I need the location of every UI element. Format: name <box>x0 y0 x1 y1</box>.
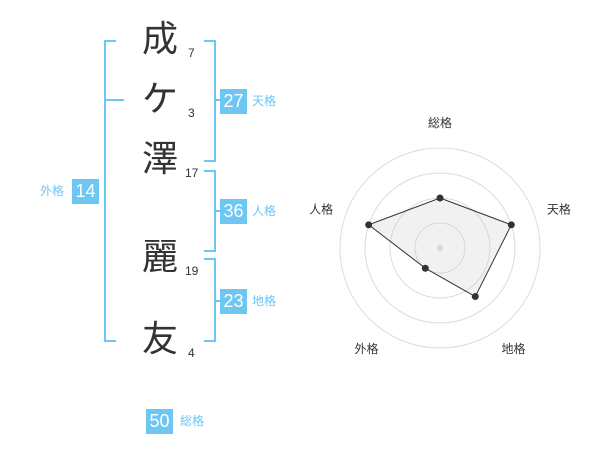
radar-axis-label-5: 人格 <box>309 201 333 216</box>
stroke-count-5: 4 <box>188 346 195 360</box>
stroke-count-2: 3 <box>188 106 195 120</box>
stroke-count-1: 7 <box>188 46 195 60</box>
radar-point-5 <box>365 221 373 229</box>
radar-polygon <box>367 197 513 298</box>
name-char-4: 麗 <box>142 237 179 278</box>
jinkaku-bracket-tick <box>214 210 220 212</box>
gaikaku-bracket-tick <box>104 99 124 101</box>
radar-ring-1 <box>414 222 466 274</box>
radar-axis-label-2: 天格 <box>547 201 571 216</box>
gaikaku-label: 外格 <box>40 184 65 198</box>
name-char-5: 友 <box>142 319 179 360</box>
radar-rings <box>339 147 541 349</box>
radar-point-2 <box>507 221 515 229</box>
tenkaku-label: 天格 <box>252 94 277 108</box>
jinkaku-label: 人格 <box>252 204 277 218</box>
tenkaku-bracket-tick <box>214 99 220 101</box>
chikaku-bracket-tick <box>214 300 220 302</box>
name-char-2: ケ <box>142 79 179 120</box>
radar-point-1 <box>436 194 444 202</box>
radar-axis-label-3: 地格 <box>501 341 525 356</box>
chikaku-label: 地格 <box>252 294 277 308</box>
chikaku-score: 23 <box>220 289 247 314</box>
stroke-count-3: 17 <box>185 166 199 180</box>
soukaku-score: 50 <box>146 409 173 434</box>
soukaku-label: 総格 <box>180 414 205 428</box>
radar-ring-3 <box>364 172 516 324</box>
gaikaku-bracket <box>104 40 116 342</box>
tenkaku-score: 27 <box>220 89 247 114</box>
jinkaku-score: 36 <box>220 199 247 224</box>
stroke-count-4: 19 <box>185 264 199 278</box>
radar-axis-label-4: 外格 <box>355 341 379 356</box>
radar-ring-4 <box>339 147 541 349</box>
gaikaku-score: 14 <box>72 179 99 204</box>
radar-point-4 <box>421 264 429 272</box>
tenkaku-bracket <box>204 40 216 162</box>
name-char-1: 成 <box>142 19 179 60</box>
radar-axis-label-1: 総格 <box>428 115 452 130</box>
radar-point-3 <box>471 293 479 301</box>
name-char-3: 澤 <box>142 139 179 180</box>
radar-polygon-group <box>365 194 515 301</box>
radar-center <box>437 245 443 251</box>
